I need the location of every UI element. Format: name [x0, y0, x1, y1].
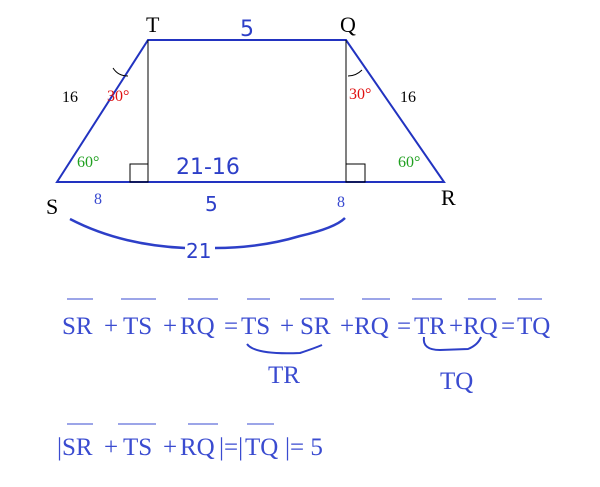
eq2-plus: +	[104, 434, 118, 461]
vertex-S: S	[46, 194, 58, 219]
eq1-term-plus-RQ: +RQ	[340, 313, 389, 340]
eq1-term-SR: SR	[62, 313, 93, 340]
right-angle-mark-left	[129, 163, 149, 183]
eq1-term-TQ: TQ	[517, 313, 550, 340]
angle-top-right: 30°	[349, 86, 371, 103]
under-label-TQ: TQ	[440, 368, 473, 395]
eq1-term-RQ: RQ	[180, 313, 215, 340]
vertex-T: T	[146, 12, 160, 37]
eq1-term-TR: TR	[414, 313, 446, 340]
base-segment-right: 8	[337, 194, 345, 211]
angle-top-left: 30°	[107, 88, 129, 105]
eq1-equals: =	[501, 313, 515, 340]
eq2-equals: |=|	[219, 434, 243, 461]
eq1-term-TS-2: TS	[241, 313, 270, 340]
base-segment-middle: 5	[205, 192, 218, 216]
eq2-term-TQ: TQ	[245, 434, 278, 461]
angle-bottom-left: 60°	[77, 154, 99, 171]
eq2-term-TS: TS	[123, 434, 152, 461]
trapezoid	[55, 39, 446, 183]
angle-arc-left	[112, 67, 129, 77]
side-label-top: 5	[240, 17, 254, 42]
total-brace	[69, 217, 346, 250]
side-label-left: 16	[62, 89, 78, 106]
equation-2: | SR + TS + RQ |=| TQ |= 5	[57, 423, 323, 461]
eq1-plus: +	[104, 313, 118, 340]
side-label-right: 16	[400, 89, 416, 106]
eq2-term-RQ: RQ	[180, 434, 215, 461]
equation-1: SR + TS + RQ = TS + SR +RQ = TR + RQ = T…	[62, 298, 550, 395]
vertex-Q: Q	[340, 12, 356, 37]
middle-expression: 21-16	[176, 155, 240, 180]
eq1-plus: +	[163, 313, 177, 340]
eq1-term-RQ-2: RQ	[463, 313, 498, 340]
eq2-result: |= 5	[285, 434, 323, 461]
eq2-abs-bar: |	[57, 434, 62, 461]
eq2-term-SR: SR	[62, 434, 93, 461]
trapezoid-outline	[55, 39, 446, 183]
eq1-plus: +	[449, 313, 463, 340]
eq1-plus: +	[280, 313, 294, 340]
angle-bottom-right: 60°	[398, 154, 420, 171]
vertex-R: R	[441, 185, 456, 210]
eq1-equals: =	[224, 313, 238, 340]
under-label-TR: TR	[268, 362, 300, 389]
angle-arc-right	[347, 69, 363, 77]
eq1-term-SR-2: SR	[300, 313, 331, 340]
eq1-equals: =	[397, 313, 411, 340]
under-brace-2	[422, 336, 482, 352]
under-brace-1	[246, 343, 323, 355]
eq2-plus: +	[163, 434, 177, 461]
base-segment-left: 8	[94, 191, 102, 208]
total-length: 21	[186, 239, 211, 263]
eq1-term-TS: TS	[123, 313, 152, 340]
right-angle-mark-right	[345, 163, 366, 183]
